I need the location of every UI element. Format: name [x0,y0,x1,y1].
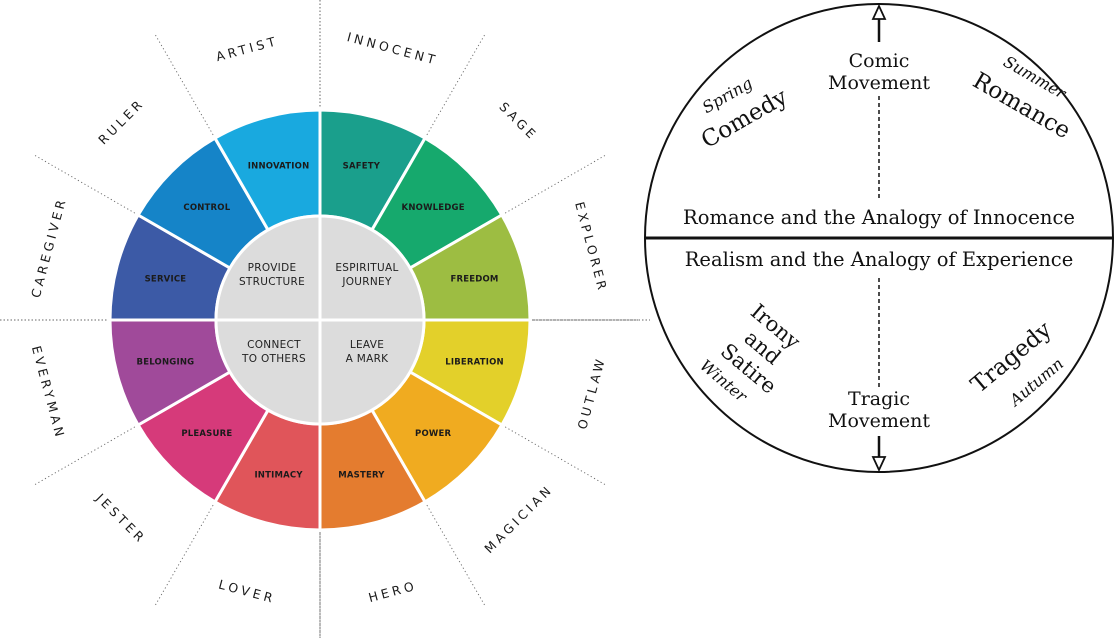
archetype-label-artist: ARTIST [214,33,280,64]
tragic-movement-label: Movement [828,410,930,432]
quadrant-label-leave-a-mark: A MARK [346,353,390,365]
archetype-label-magician: MAGICIAN [481,481,556,556]
archetype-divider [424,33,486,139]
archetype-divider [501,154,607,216]
quadrant-label-provide-structure: PROVIDE [248,262,297,274]
segment-label-freedom: FREEDOM [450,275,498,285]
archetype-divider [154,33,216,139]
comic-movement-label: Comic [849,50,910,72]
arrow-down-icon [871,456,887,473]
quadrant-label-connect-to-others: TO OTHERS [241,353,306,365]
segment-label-pleasure: PLEASURE [181,429,232,439]
segment-label-mastery: MASTERY [338,471,385,481]
archetype-divider [33,154,139,216]
comic-movement-label: Movement [828,72,930,94]
archetype-divider [501,424,607,486]
segment-label-power: POWER [415,429,451,439]
segment-label-liberation: LIBERATION [445,357,504,367]
archetype-label-innocent: INNOCENT [345,29,440,68]
archetype-divider [33,424,139,486]
segment-label-safety: SAFETY [343,161,381,171]
archetype-label-caregiver: CAREGIVER [28,195,69,299]
segment-label-belonging: BELONGING [137,357,195,367]
quadrant-label-espiritual-journey: JOURNEY [341,276,392,288]
archetype-label-sage: SAGE [496,99,541,144]
quadrant-label-leave-a-mark: LEAVE [350,339,384,351]
quadrant-label-provide-structure: STRUCTURE [239,276,305,288]
quadrant-label-espiritual-journey: ESPIRITUAL [335,262,398,274]
segment-label-control: CONTROL [183,203,230,213]
innocence-band-label: Romance and the Analogy of Innocence [683,206,1075,229]
archetype-label-lover: LOVER [217,577,278,607]
archetype-label-outlaw: OUTLAW [574,355,608,431]
experience-band-label: Realism and the Analogy of Experience [685,248,1074,271]
arrow-up-icon [871,3,887,20]
segment-label-innovation: INNOVATION [248,161,310,171]
segment-label-knowledge: KNOWLEDGE [402,203,465,213]
archetype-divider [424,501,486,607]
archetype-label-hero: HERO [367,578,419,605]
segment-label-service: SERVICE [145,275,187,285]
archetype-label-explorer: EXPLORER [572,200,611,294]
archetype-wheel: SAFETY INNOCENT KNOWLEDGE SAGE FREEDOM EXPLOR… [0,0,650,638]
quadrant-label-connect-to-others: CONNECT [247,339,301,351]
archetype-label-ruler: RULER [95,95,147,147]
segment-label-intimacy: INTIMACY [254,471,303,481]
archetype-label-everyman: EVERYMAN [29,344,68,441]
archetype-divider [154,501,216,607]
tragic-movement-label: Tragic [848,388,910,410]
archetype-label-jester: JESTER [92,490,149,547]
